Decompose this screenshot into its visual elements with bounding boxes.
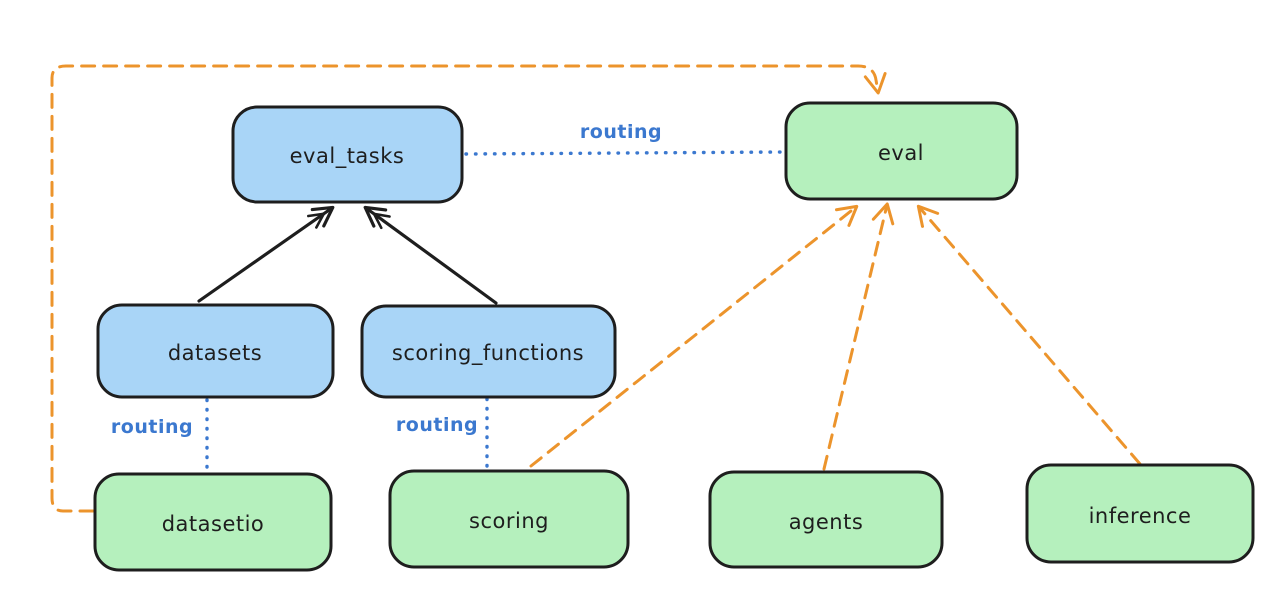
edge-label-routing-top: routing (580, 121, 662, 143)
edge-agents-to-eval (822, 202, 895, 471)
node-eval-label: eval (878, 141, 924, 165)
node-inference-box (1025, 463, 1255, 564)
node-eval-tasks-label: eval_tasks (290, 144, 405, 169)
edge-datasets-to-eval-tasks (197, 205, 335, 303)
edge-inference-to-eval (916, 204, 1142, 466)
edge-scoring-functions-to-eval-tasks (363, 205, 498, 305)
edge-label-routing-mid: routing (396, 414, 478, 436)
node-agents-label: agents (789, 510, 864, 534)
node-datasetio-box (93, 472, 333, 572)
node-agents-box (708, 470, 944, 569)
edge-scoring-to-eval (529, 204, 859, 468)
node-inference: inference (1025, 463, 1255, 564)
edge-label-routing-left: routing (111, 416, 193, 438)
node-eval-tasks-box (231, 105, 464, 204)
node-eval-tasks: eval_tasks (231, 105, 464, 204)
node-datasets-label: datasets (168, 341, 262, 365)
node-datasetio-label: datasetio (162, 512, 265, 536)
node-scoring-functions: scoring_functions (360, 304, 617, 399)
node-agents: agents (708, 470, 944, 569)
edge-routing-eval-tasks-to-eval (464, 150, 784, 156)
node-scoring-label: scoring (469, 509, 549, 533)
node-scoring-functions-box (360, 304, 617, 399)
node-scoring-box (388, 469, 630, 569)
node-datasetio: datasetio (93, 472, 333, 572)
node-inference-label: inference (1089, 504, 1192, 528)
node-eval-box (784, 101, 1019, 201)
node-scoring-functions-label: scoring_functions (392, 341, 584, 366)
node-datasets: datasets (96, 303, 335, 399)
node-scoring: scoring (388, 469, 630, 569)
node-eval: eval (784, 101, 1019, 201)
node-datasets-box (96, 303, 335, 399)
